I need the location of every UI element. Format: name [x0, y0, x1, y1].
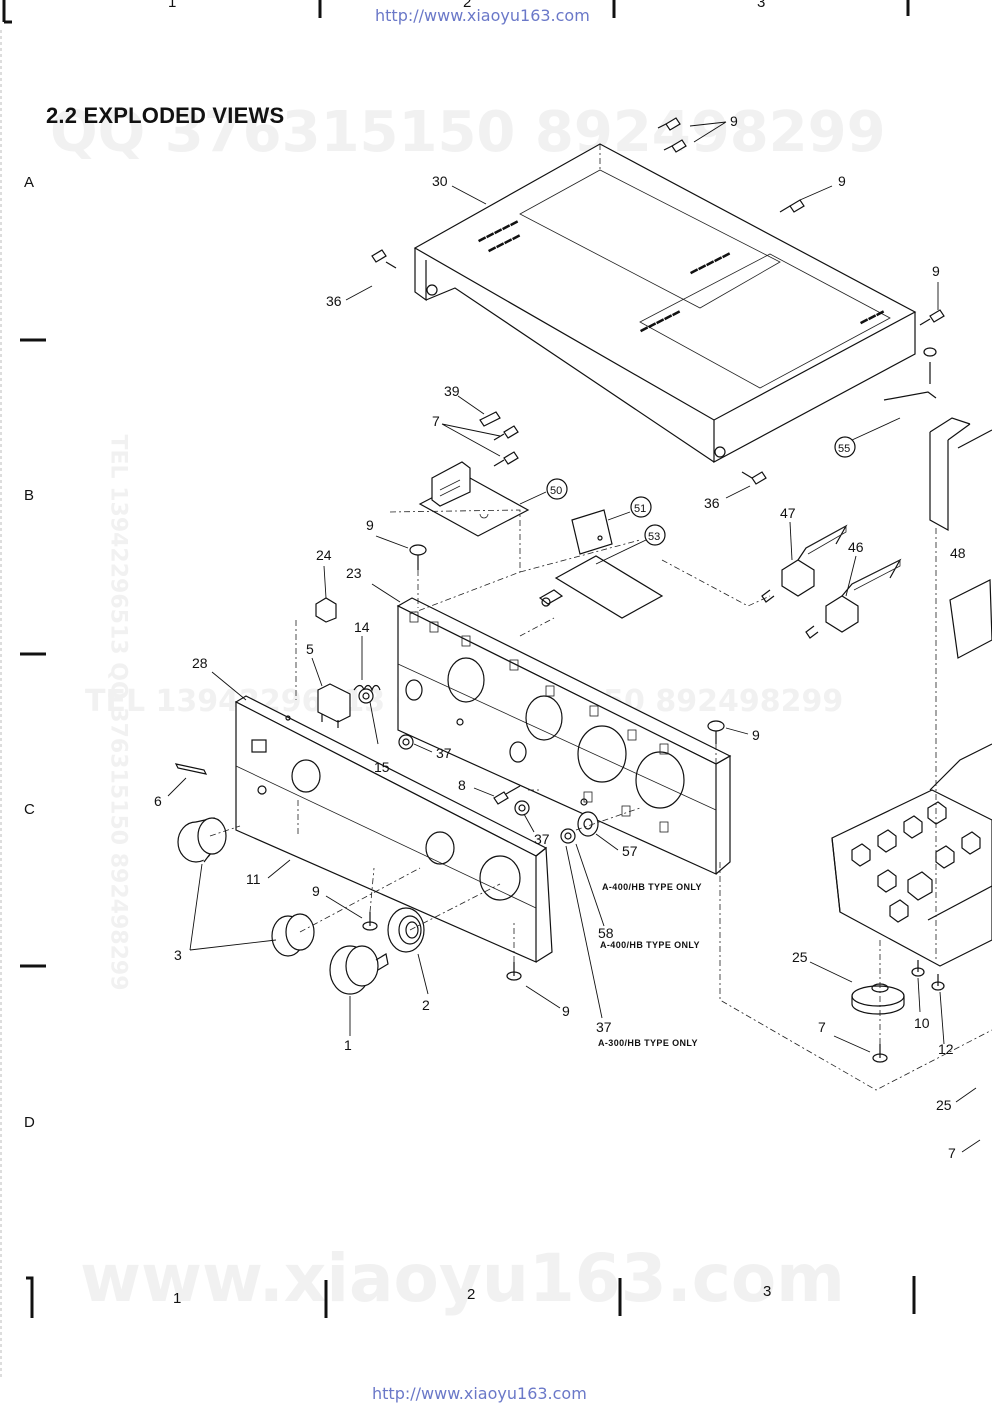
callout-23: 23 — [346, 565, 362, 581]
callout-7: 7 — [818, 1019, 826, 1035]
callout-1: 1 — [344, 1037, 352, 1053]
callout-36: 36 — [326, 293, 342, 309]
callout-55: 55 — [838, 443, 850, 455]
callout-15: 15 — [374, 759, 390, 775]
callout-9: 9 — [312, 883, 320, 899]
grid-col-top-1: 1 — [168, 0, 177, 11]
top-cover — [413, 143, 917, 464]
grid-col-bottom-2: 2 — [467, 1286, 476, 1303]
small-pcb — [571, 509, 613, 555]
callout-37: 37 — [436, 745, 452, 761]
callout-28: 28 — [192, 655, 208, 671]
circled-callouts — [546, 436, 856, 546]
callout-46: 46 — [848, 539, 864, 555]
callout-30: 30 — [432, 173, 448, 189]
callout-50: 50 — [550, 485, 562, 497]
grid-row-b: B — [24, 487, 35, 504]
callout-14: 14 — [354, 619, 370, 635]
screws — [288, 117, 945, 1063]
callout-9: 9 — [752, 727, 760, 743]
callout-48: 48 — [950, 545, 966, 561]
note-37: A-300/HB TYPE ONLY — [598, 1038, 698, 1048]
small-parts — [174, 597, 599, 844]
callout-numbers: 9 30 9 36 9 39 7 55 36 50 51 9 53 47 46 … — [154, 113, 966, 1161]
knobs — [177, 817, 425, 995]
callout-3: 3 — [174, 947, 182, 963]
grid-col-bottom-1: 1 — [173, 1290, 182, 1307]
callout-9: 9 — [838, 173, 846, 189]
switch-pcb — [538, 555, 664, 619]
header-url[interactable]: http://www.xiaoyu163.com — [375, 6, 590, 25]
callout-7: 7 — [948, 1145, 956, 1161]
footer-url[interactable]: http://www.xiaoyu163.com — [372, 1384, 587, 1403]
front-sub-chassis — [396, 597, 732, 875]
callout-5: 5 — [306, 641, 314, 657]
watermark-qq: QQ 376315150 892498299 — [50, 100, 886, 165]
callout-10: 10 — [914, 1015, 930, 1031]
callout-11: 11 — [246, 871, 261, 887]
callout-8: 8 — [458, 777, 466, 793]
main-chassis — [831, 743, 992, 967]
power-pcb — [418, 461, 530, 537]
foot — [851, 983, 905, 1015]
callout-39: 39 — [444, 383, 460, 399]
grid-col-bottom-3: 3 — [763, 1283, 772, 1300]
leader-lines — [167, 121, 981, 1153]
fuse-holder — [479, 411, 501, 427]
chassis-side-parts — [883, 362, 992, 659]
watermark-site: www.xiaoyu163.com — [80, 1240, 845, 1317]
callout-9: 9 — [366, 517, 374, 533]
grid-col-top-2: 2 — [463, 0, 472, 11]
note-57: A-400/HB TYPE ONLY — [602, 882, 702, 892]
callout-9: 9 — [562, 1003, 570, 1019]
callout-24: 24 — [316, 547, 332, 563]
grid-row-c: C — [24, 801, 35, 818]
callout-37: 37 — [596, 1019, 612, 1035]
callout-37: 37 — [534, 831, 550, 847]
callout-36: 36 — [704, 495, 720, 511]
note-58: A-400/HB TYPE ONLY — [600, 940, 700, 950]
frame-marks — [0, 0, 916, 1380]
callout-9: 9 — [730, 113, 738, 129]
callout-47: 47 — [780, 505, 796, 521]
type-notes: A-400/HB TYPE ONLY A-400/HB TYPE ONLY A-… — [598, 882, 702, 1048]
callout-25: 25 — [936, 1097, 952, 1113]
callout-58: 58 — [598, 925, 614, 941]
callout-57: 57 — [622, 843, 638, 859]
grid-row-a: A — [24, 174, 35, 191]
callout-51: 51 — [634, 503, 646, 515]
callout-25: 25 — [792, 949, 808, 965]
front-panel — [234, 695, 553, 963]
section-title: 2.2 EXPLODED VIEWS — [46, 103, 285, 128]
grid-col-top-3: 3 — [757, 0, 766, 11]
callout-12: 12 — [938, 1041, 954, 1057]
switches — [761, 524, 902, 639]
grid-row-d: D — [24, 1114, 35, 1131]
callout-2: 2 — [422, 997, 430, 1013]
callout-6: 6 — [154, 793, 162, 809]
callout-7: 7 — [432, 413, 440, 429]
callout-53: 53 — [648, 531, 660, 543]
callout-9: 9 — [932, 263, 940, 279]
assembly-guides — [209, 509, 992, 1091]
